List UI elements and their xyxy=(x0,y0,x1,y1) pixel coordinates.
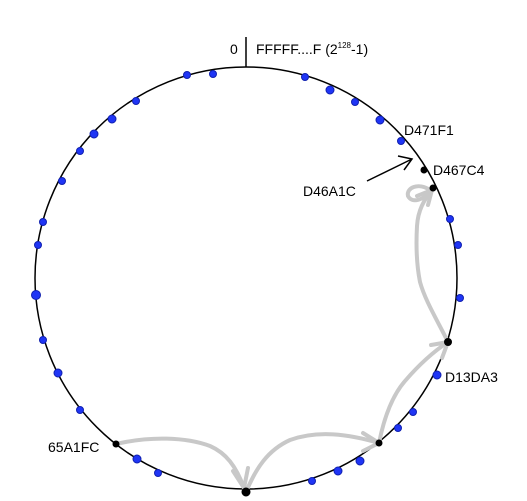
zero-label: 0 xyxy=(230,41,238,57)
label-d46a1c: D46A1C xyxy=(303,183,356,199)
node-d13da3-dot xyxy=(444,338,452,346)
peer-nodes xyxy=(31,70,464,485)
peer-node xyxy=(34,241,42,249)
label-d13da3: D13DA3 xyxy=(445,369,498,385)
peer-node xyxy=(39,218,47,226)
node-d471f1-dot xyxy=(420,166,428,174)
peer-node xyxy=(355,456,365,466)
lookup-route xyxy=(114,184,450,494)
peer-node xyxy=(432,370,442,380)
peer-node xyxy=(454,241,462,249)
peer-node xyxy=(456,294,464,302)
peer-node xyxy=(446,215,454,223)
peer-node xyxy=(58,177,66,185)
label-d471f1: D471F1 xyxy=(404,122,454,138)
peer-node xyxy=(397,137,405,145)
peer-node xyxy=(325,85,335,95)
peer-node xyxy=(308,477,316,485)
key-pointer-arrow xyxy=(366,155,414,182)
identifier-ring xyxy=(34,66,458,490)
route-hop-1 xyxy=(114,436,246,490)
label-65a1fc: 65A1FC xyxy=(48,439,99,455)
max-id-label: FFFFF....F (2128-1) xyxy=(256,41,368,57)
peer-node xyxy=(53,368,63,378)
peer-node xyxy=(154,469,162,477)
peer-node xyxy=(132,454,142,464)
route-hop-4 xyxy=(414,188,450,344)
node-65a1fc-dot xyxy=(112,440,120,448)
max-id-label-suffix: -1) xyxy=(351,41,368,57)
max-id-label-exponent: 128 xyxy=(338,41,352,50)
label-d467c4: D467C4 xyxy=(433,162,485,178)
peer-node xyxy=(132,97,140,105)
key-pointer-head xyxy=(397,155,414,171)
peer-node xyxy=(375,115,385,125)
peer-node xyxy=(183,71,191,79)
peer-node xyxy=(107,114,117,124)
peer-node xyxy=(351,98,359,106)
peer-node xyxy=(209,70,217,78)
peer-node xyxy=(409,408,417,416)
route-hop-3 xyxy=(377,340,450,445)
route-hop-2 xyxy=(244,432,381,494)
node-d467c4-dot xyxy=(429,184,437,192)
peer-node xyxy=(89,129,99,139)
route-nodes xyxy=(112,166,452,497)
peer-node xyxy=(76,147,84,155)
peer-node xyxy=(301,73,309,81)
peer-node xyxy=(394,424,402,432)
node-bottom-dot xyxy=(241,487,251,497)
peer-node xyxy=(333,466,343,476)
key-pointer-line xyxy=(366,158,413,182)
route-loop xyxy=(405,184,434,203)
max-id-label-main: FFFFF....F (2 xyxy=(256,41,338,57)
peer-node xyxy=(39,336,47,344)
peer-node xyxy=(76,406,84,414)
node-hop-dot xyxy=(375,439,383,447)
peer-node xyxy=(31,290,41,300)
